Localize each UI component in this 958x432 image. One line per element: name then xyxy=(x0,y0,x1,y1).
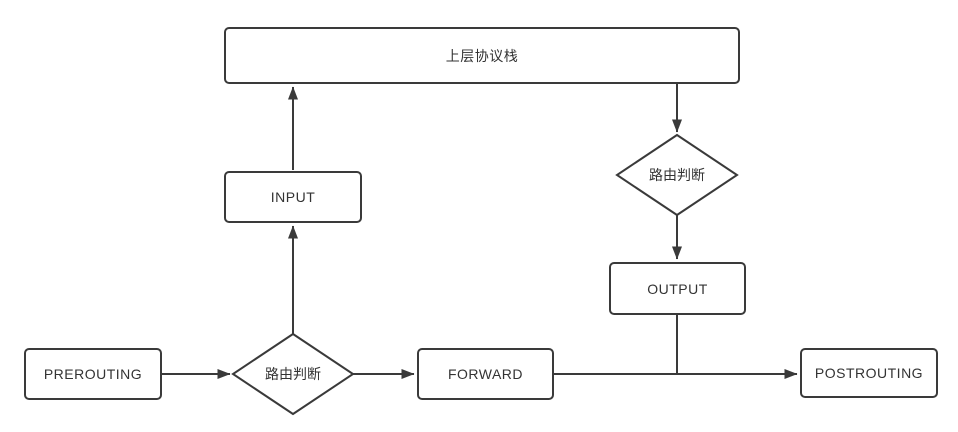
node-input: INPUT xyxy=(224,171,362,223)
node-output-label: OUTPUT xyxy=(647,280,708,297)
node-upper-protocol-stack: 上层协议栈 xyxy=(224,27,740,84)
node-output: OUTPUT xyxy=(609,262,746,315)
node-forward-label: FORWARD xyxy=(447,366,524,382)
node-postrouting: POSTROUTING xyxy=(800,348,938,398)
node-forward: FORWARD xyxy=(417,348,554,400)
node-input-label: INPUT xyxy=(270,189,316,205)
node-upper-protocol-stack-label: 上层协议栈 xyxy=(445,47,519,64)
node-prerouting: PREROUTING xyxy=(24,348,162,400)
node-routing-decision-left-shape xyxy=(231,332,355,416)
node-postrouting-label: POSTROUTING xyxy=(814,365,924,381)
node-prerouting-label: PREROUTING xyxy=(43,366,143,382)
node-routing-decision-right-shape xyxy=(615,133,739,217)
